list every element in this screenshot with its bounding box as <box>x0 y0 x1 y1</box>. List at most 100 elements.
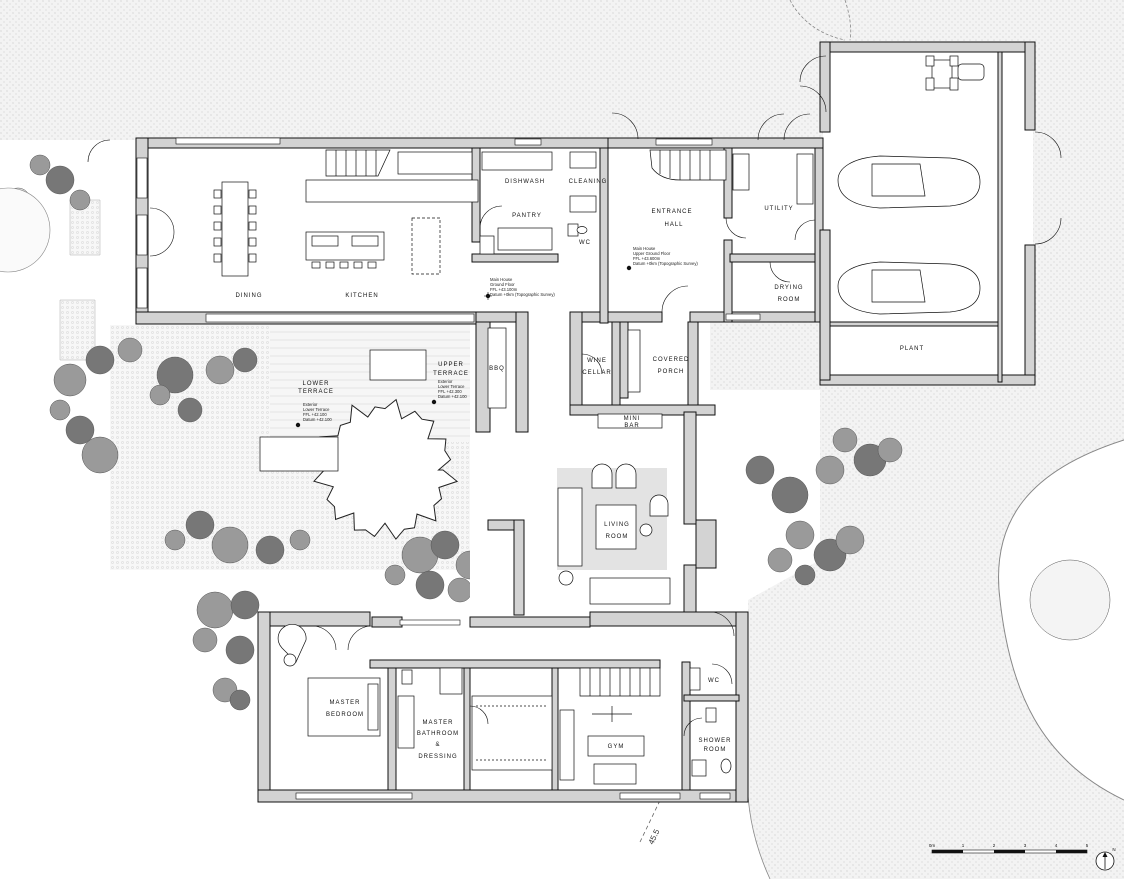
wall-hall-east <box>723 147 733 219</box>
svg-text:Datum +0km (Topographic Survey: Datum +0km (Topographic Survey) <box>490 292 555 297</box>
armchair-1 <box>591 463 613 489</box>
wall-north-hall <box>607 137 824 149</box>
tree-canopy <box>81 436 119 474</box>
svg-text:Datum +42.100: Datum +42.100 <box>303 417 332 422</box>
tree-canopy <box>430 530 460 560</box>
note-lower-terrace-level: Exterior Lower Terrace FFL +42.100 Datum… <box>295 402 332 428</box>
tree-canopy <box>177 397 203 423</box>
doors <box>87 55 1062 737</box>
note-kitchen-level: Main House Ground Floor FFL +43.100m Dat… <box>484 277 555 300</box>
tree-canopy <box>149 384 171 406</box>
wall-plant <box>829 321 1001 327</box>
svg-text:Upper Ground Floor: Upper Ground Floor <box>633 251 671 256</box>
tree-canopy <box>745 455 775 485</box>
wall-lower-east <box>735 611 749 803</box>
label-minibar-2: BAR <box>624 423 639 429</box>
wall-living-east-b <box>695 519 717 569</box>
label-wine-2: CELLAR <box>582 370 611 376</box>
tree-canopy <box>785 520 815 550</box>
label-bath-1: MASTER <box>422 720 453 726</box>
wall-lower-north-b <box>371 616 403 628</box>
wall-cellar-east <box>611 321 621 409</box>
label-utility: UTILITY <box>764 206 793 212</box>
label-bedroom-1: MASTER <box>329 700 360 706</box>
wall-garage-north <box>819 41 1036 53</box>
wall-living-east <box>683 411 697 525</box>
armchair-2 <box>615 463 637 489</box>
wall-plant-east <box>997 51 1003 383</box>
tree-canopy <box>45 165 75 195</box>
wall-living-east-c <box>683 564 697 616</box>
terrace-table <box>259 436 339 472</box>
svg-text:Exterior: Exterior <box>438 379 453 384</box>
level-notes: Main House Ground Floor FFL +43.100m Dat… <box>295 246 698 428</box>
svg-text:Main House: Main House <box>633 246 656 251</box>
label-living-2: ROOM <box>606 534 629 540</box>
label-dishwash: DISHWASH <box>505 179 545 185</box>
label-shower-1: SHOWER <box>699 738 732 744</box>
label-plant: PLANT <box>900 346 924 352</box>
wall-dress-gym <box>551 667 559 791</box>
label-bath-4: DRESSING <box>418 754 457 760</box>
svg-text:Ground Floor: Ground Floor <box>490 282 515 287</box>
tree-canopy <box>156 356 194 394</box>
wall-link-east <box>569 311 583 413</box>
sofa-south <box>589 577 671 605</box>
label-bath-2: BATHROOM <box>417 731 459 737</box>
wall-gym-shower <box>681 661 691 791</box>
sofa-west <box>557 487 583 567</box>
north-arrow: N <box>1095 847 1116 871</box>
tree-canopy <box>164 529 186 551</box>
label-wc-upper: WC <box>579 240 591 246</box>
wall-lower-west <box>257 611 271 803</box>
furniture <box>213 55 985 785</box>
wall-bed-bath <box>387 661 397 791</box>
driveway-curve <box>998 439 1124 801</box>
path-paving <box>59 199 101 361</box>
label-entrance-hall-2: HALL <box>664 222 683 228</box>
wall-corridor-north <box>369 659 661 669</box>
label-lower-terrace-2: TERRACE <box>298 389 334 395</box>
tree-canopy <box>771 476 809 514</box>
tree-canopy <box>767 547 793 573</box>
wall-lower-north-c <box>469 616 591 628</box>
label-pantry: PANTRY <box>512 213 542 219</box>
tree-canopy <box>225 635 255 665</box>
scale-tick-label: 5 <box>1086 843 1089 848</box>
svg-text:Exterior: Exterior <box>303 402 318 407</box>
tree-canopy <box>794 564 816 586</box>
label-kitchen: KITCHEN <box>345 293 378 299</box>
label-entrance-hall-1: ENTRANCE <box>651 209 692 215</box>
wall-garage-east-a <box>1024 41 1036 131</box>
svg-text:Datum +0km (Topographic Survey: Datum +0km (Topographic Survey) <box>633 261 698 266</box>
scale-tick-label: 2 <box>993 843 996 848</box>
tree-canopy <box>85 345 115 375</box>
label-drying-1: DRYING <box>774 285 803 291</box>
label-bath-3: & <box>435 742 440 748</box>
svg-text:FFL +43.600m: FFL +43.600m <box>633 256 661 261</box>
room-labels: DINING KITCHEN DISHWASH PANTRY CLEANING … <box>236 179 924 760</box>
label-gym: GYM <box>608 744 625 750</box>
dining-chairs <box>213 189 257 263</box>
wall-link-west <box>515 311 529 433</box>
contour-label: 45.5 <box>647 827 662 845</box>
svg-text:Main House: Main House <box>490 277 513 282</box>
svg-text:Datum +42.100: Datum +42.100 <box>438 394 467 399</box>
tree-canopy <box>447 577 473 603</box>
svg-text:FFL +43.100m: FFL +43.100m <box>490 287 518 292</box>
svg-text:FFL +42.300: FFL +42.300 <box>438 389 462 394</box>
wall-living-west-b <box>513 519 525 616</box>
tree-canopy <box>185 510 215 540</box>
tractor <box>925 55 985 91</box>
label-dining: DINING <box>236 293 263 299</box>
tree-canopy <box>415 570 445 600</box>
label-upper-terrace-2: TERRACE <box>433 371 469 377</box>
dining-table <box>221 181 249 277</box>
wall-lower-north-a <box>257 611 371 627</box>
tree-canopy <box>832 427 858 453</box>
tree-canopy <box>232 347 258 373</box>
windows <box>136 137 761 800</box>
label-shower-2: ROOM <box>704 747 727 753</box>
